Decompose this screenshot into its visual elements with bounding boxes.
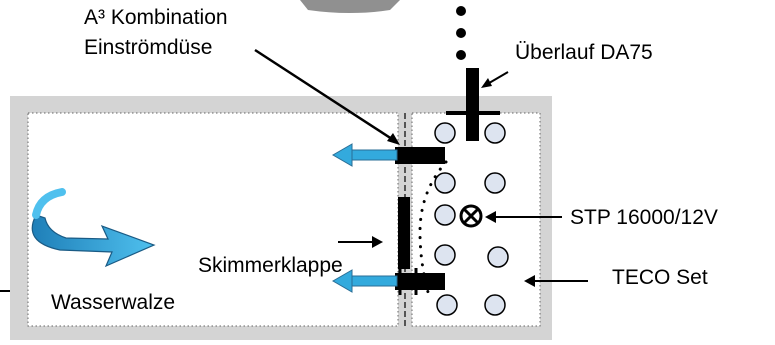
circle-x-icon — [459, 204, 483, 228]
device-top-shape — [300, 0, 400, 13]
pointer-teco-head — [524, 275, 535, 287]
main-chamber — [27, 112, 399, 327]
pointer-kombination-head — [387, 133, 400, 145]
nozzle-upper — [395, 147, 445, 164]
label-kombination-line1: A³ Kombination — [84, 6, 228, 29]
flow-arrow-lower — [332, 269, 398, 293]
label-ueberlauf: Überlauf DA75 — [515, 41, 653, 64]
overflow-flange — [446, 111, 500, 115]
skimmer-flap — [398, 197, 410, 269]
pointer-skimmer-head — [372, 236, 383, 248]
label-kombination-line2: Einströmdüse — [84, 36, 213, 59]
label-teco: TECO Set — [612, 266, 708, 289]
label-stp: STP 16000/12V — [570, 206, 718, 229]
overflow-pipe — [466, 68, 479, 141]
label-skimmerklappe: Skimmerklappe — [198, 254, 343, 277]
droplets — [456, 6, 466, 60]
pointer-ueberlauf-head — [481, 78, 492, 88]
nozzle-lower — [395, 273, 445, 290]
label-wasserwalze: Wasserwalze — [51, 291, 176, 314]
flow-arrow-upper — [332, 143, 398, 167]
pointer-stp-head — [485, 211, 496, 223]
filter-bubbles — [434, 122, 509, 316]
pointer-kombination — [254, 48, 396, 143]
curved-arrow-icon — [31, 188, 156, 268]
